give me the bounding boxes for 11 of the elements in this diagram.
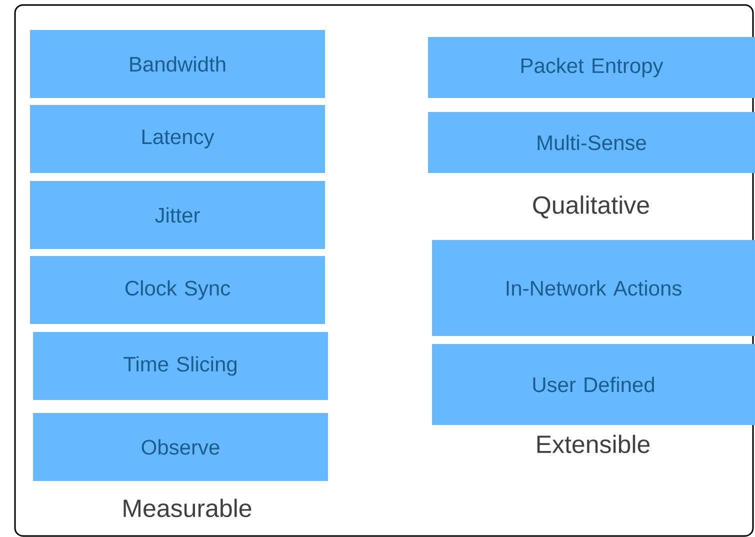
metric-box: Packet Entropy xyxy=(428,37,755,98)
metric-box: Bandwidth xyxy=(30,30,325,98)
metric-box: Observe xyxy=(33,412,328,481)
group-label: Qualitative xyxy=(533,196,649,218)
metric-box: Multi-Sense xyxy=(428,112,755,173)
metric-box: In-Network Actions xyxy=(432,240,755,336)
metric-box: Jitter xyxy=(30,181,325,249)
metric-box: User Defined xyxy=(432,344,755,425)
metric-box: Clock Sync xyxy=(30,256,325,324)
metric-box: Time Slicing xyxy=(33,332,328,400)
metric-box: Latency xyxy=(30,105,325,173)
